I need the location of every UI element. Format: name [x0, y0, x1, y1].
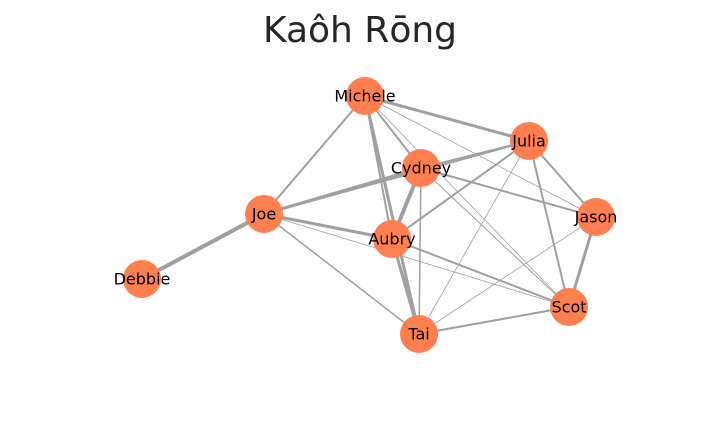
edge-aubry-scot [391, 238, 570, 308]
node-circle-joe [245, 195, 283, 233]
node-label-tai: Tai [407, 325, 429, 344]
node-aubry: Aubry [368, 220, 416, 258]
edge-michele-julia [363, 94, 531, 143]
node-label-scot: Scot [551, 298, 586, 317]
node-michele: Michele [334, 77, 396, 115]
node-julia: Julia [510, 122, 548, 160]
node-cydney: Cydney [391, 149, 451, 187]
edge-michele-jason [364, 95, 597, 218]
edge-julia-tai [418, 140, 530, 335]
node-jason: Jason [574, 198, 618, 236]
edge-michele-scot [364, 95, 570, 308]
node-circle-cydney [402, 149, 440, 187]
node-joe: Joe [245, 195, 283, 233]
edge-cydney-jason [420, 167, 597, 218]
node-label-jason: Jason [574, 208, 618, 227]
node-debbie: Debbie [114, 260, 171, 298]
diagram-title: Kaôh Rōng [262, 10, 458, 51]
edge-jason-tai [418, 216, 597, 335]
node-circle-jason [577, 198, 615, 236]
edge-joe-scot [263, 213, 570, 308]
edge-julia-scot [528, 140, 570, 308]
node-scot: Scot [550, 288, 588, 326]
node-label-cydney: Cydney [391, 159, 451, 178]
node-circle-aubry [373, 220, 411, 258]
edge-michele-tai [363, 94, 421, 336]
node-label-joe: Joe [251, 205, 276, 224]
edge-joe-michele [263, 95, 366, 215]
node-circle-scot [550, 288, 588, 326]
node-circle-tai [400, 315, 438, 353]
edge-cydney-scot [420, 167, 570, 308]
edge-joe-debbie [140, 212, 266, 281]
node-label-aubry: Aubry [368, 230, 415, 249]
edge-joe-tai [263, 213, 420, 335]
edge-joe-julia [263, 140, 530, 215]
edge-cydney-tai [418, 167, 422, 335]
node-label-julia: Julia [511, 132, 546, 151]
node-label-debbie: Debbie [114, 270, 171, 289]
node-tai: Tai [400, 315, 438, 353]
node-label-michele: Michele [334, 87, 395, 106]
node-circle-debbie [123, 260, 161, 298]
edge-julia-aubry [391, 140, 530, 240]
edge-joe-aubry [262, 212, 394, 241]
node-circle-julia [510, 122, 548, 160]
edge-scot-tai [418, 306, 570, 335]
node-circle-michele [346, 77, 384, 115]
